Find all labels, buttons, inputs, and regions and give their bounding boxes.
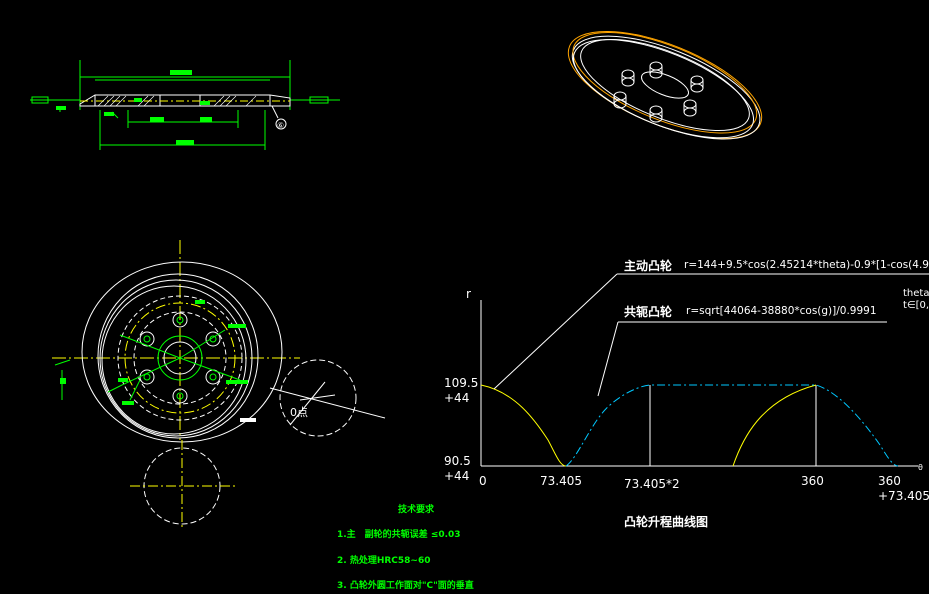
active-cam-curve-rise <box>732 384 817 467</box>
y-bottom-label-1: 90.5 <box>444 454 471 468</box>
x-tick-0: 0 <box>479 474 487 488</box>
active-cam-label: 主动凸轮 <box>624 258 673 273</box>
conjugate-cam-curve <box>565 384 899 467</box>
theta-axis-label: θ <box>918 463 923 472</box>
x-tick-146: 73.405*2 <box>624 477 680 491</box>
front-cam-view <box>52 240 386 530</box>
x-tick-360: 360 <box>801 474 824 488</box>
graph-title: 凸轮升程曲线图 <box>624 514 708 529</box>
tech-item-1: 1.主 副轮的共轭误差 ≤0.03 <box>337 528 461 540</box>
x-tick-433-1: 360 <box>878 474 901 488</box>
reference-marker-label: ⑥ <box>277 121 284 130</box>
y-top-label-1: 109.5 <box>444 376 478 390</box>
tech-item-2: 2. 热处理HRC58~60 <box>337 554 430 566</box>
conjugate-cam-formula: r=sqrt[44064-38880*cos(g)]/0.9991 <box>686 305 877 317</box>
tech-item-3: 3. 凸轮外圆工作面对"C"面的垂直 <box>337 579 474 591</box>
tech-heading: 技术要求 <box>398 503 435 515</box>
y-bottom-label-2: +44 <box>444 469 469 483</box>
reference-marker-circle <box>275 118 287 130</box>
graph-labels: r θ 109.5 +44 90.5 +44 0 73.405 73.405*2… <box>444 258 929 529</box>
isometric-cam-view <box>567 30 763 140</box>
lift-curve-graph <box>480 273 929 467</box>
active-cam-formula: r=144+9.5*cos(2.45214*theta)-0.9*[1-cos(… <box>684 259 929 271</box>
zero-point-label: 0点 <box>290 406 308 419</box>
y-top-label-2: +44 <box>444 391 469 405</box>
section-dim-text <box>56 70 212 145</box>
section-hatch <box>97 95 257 107</box>
conjugate-cam-label: 共轭凸轮 <box>624 304 673 319</box>
x-tick-433-2: +73.405 <box>878 489 929 503</box>
active-cam-curve <box>480 384 567 467</box>
r-axis-label: r <box>466 287 471 301</box>
side-note-theta: theta <box>903 288 929 299</box>
side-note-range: t∈[0, <box>903 300 929 311</box>
x-tick-73: 73.405 <box>540 474 582 488</box>
technical-requirements: 技术要求 1.主 副轮的共轭误差 ≤0.03 2. 热处理HRC58~60 3.… <box>337 503 474 591</box>
